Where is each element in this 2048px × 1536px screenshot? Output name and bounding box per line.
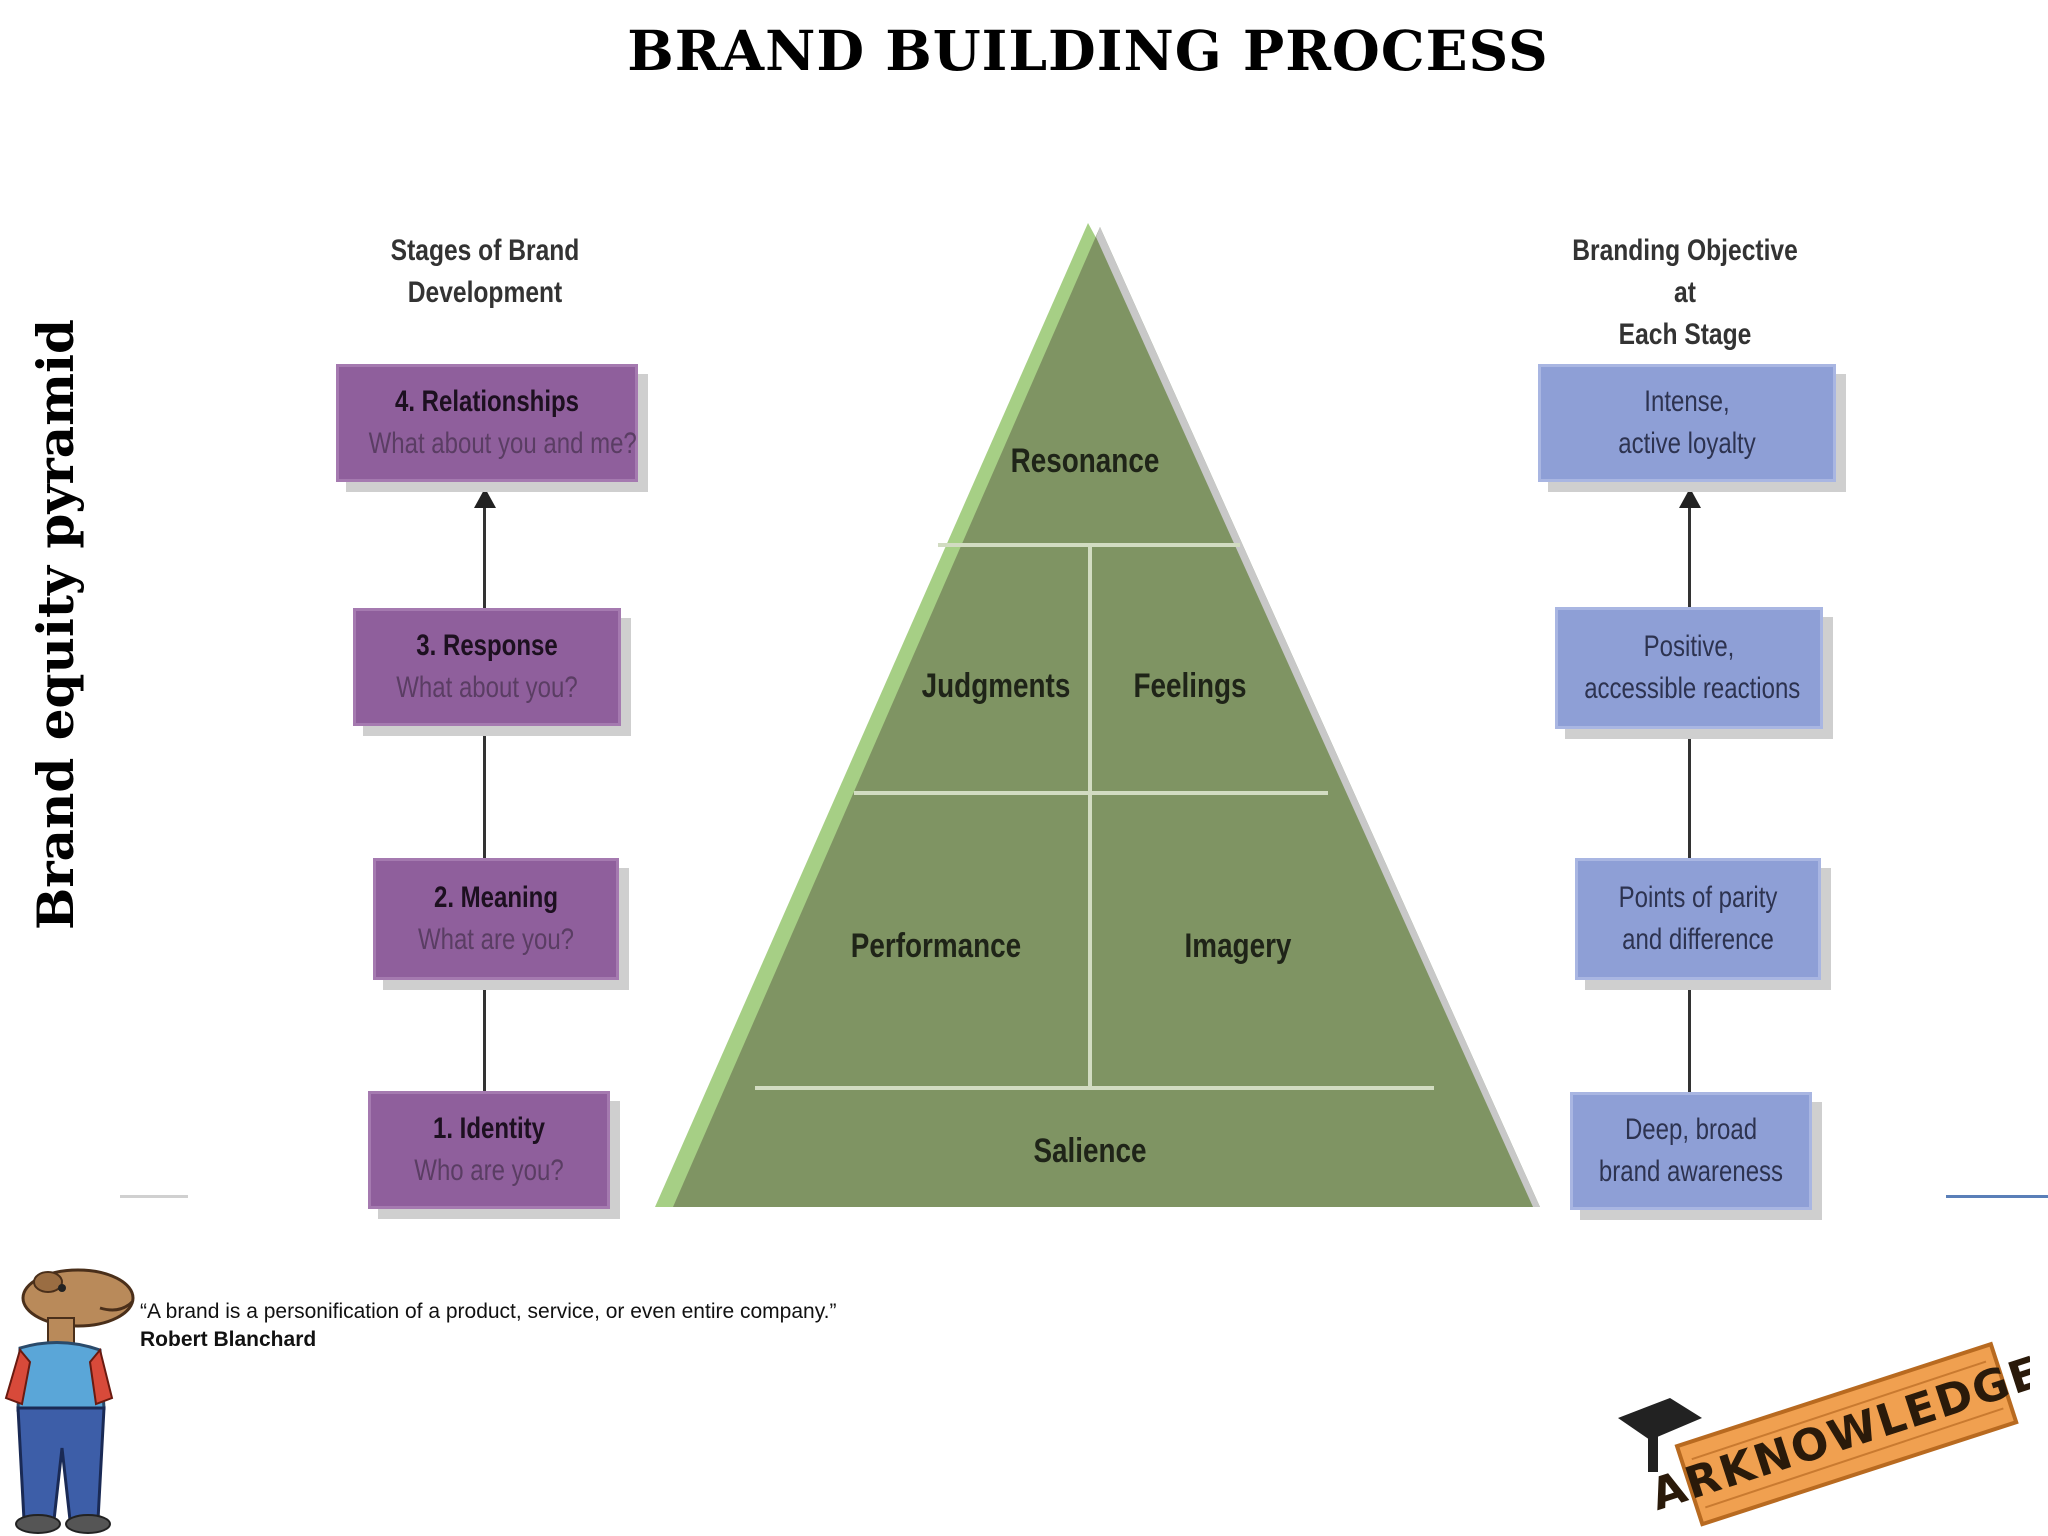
stage-3-title: 3. Response xyxy=(416,629,558,662)
pyramid-label-salience: Salience xyxy=(1033,1131,1146,1169)
objective-2-line2: and difference xyxy=(1622,923,1774,956)
objective-1-line2: brand awareness xyxy=(1598,1155,1784,1188)
graduation-cap-icon xyxy=(1618,1398,1702,1440)
stages-heading: Stages of Brand Development xyxy=(362,230,608,314)
quote-text: “A brand is a personification of a produ… xyxy=(140,1300,837,1323)
objective-box-reactions: Positive, accessible reactions xyxy=(1555,607,1823,729)
stage-box-identity: 1. Identity Who are you? xyxy=(368,1091,610,1209)
objectives-heading-line1: Branding Objective at xyxy=(1572,234,1798,309)
brand-pyramid: Resonance Judgments Feelings Performance… xyxy=(655,223,1540,1207)
objective-box-loyalty: Intense, active loyalty xyxy=(1538,364,1836,482)
stage-box-meaning: 2. Meaning What are you? xyxy=(373,858,619,980)
objectives-heading: Branding Objective at Each Stage xyxy=(1558,230,1812,356)
right-rule xyxy=(1946,1195,2048,1198)
stage-1-title: 1. Identity xyxy=(432,1112,546,1145)
stage-4-title: 4. Relationships xyxy=(394,385,580,418)
pyramid-label-performance: Performance xyxy=(851,926,1021,964)
stage-1-question: Who are you? xyxy=(414,1154,564,1187)
pyramid-label-feelings: Feelings xyxy=(1133,666,1246,704)
stage-4-question: What about you and me? xyxy=(368,427,637,460)
pyramid-edge-shadow xyxy=(1096,227,1540,1207)
stage-3-question: What about you? xyxy=(396,671,578,704)
stage-box-relationships: 4. Relationships What about you and me? xyxy=(336,364,638,482)
arknowledge-logo: ARKNOWLEDGE xyxy=(1618,1341,2030,1527)
side-title: Brand equity pyramid xyxy=(26,318,85,930)
pyramid-edge-highlight xyxy=(655,223,1100,1207)
quote-author: Robert Blanchard xyxy=(140,1328,317,1351)
stages-arrowhead xyxy=(474,488,496,508)
pyramid-label-imagery: Imagery xyxy=(1185,926,1293,964)
objective-3-line1: Positive, xyxy=(1643,630,1735,663)
pyramid-body xyxy=(673,227,1540,1207)
objective-4-line1: Intense, xyxy=(1644,385,1730,418)
stages-connector-line xyxy=(483,505,486,1095)
objectives-heading-line2: Each Stage xyxy=(1618,318,1752,351)
logo-board xyxy=(1674,1341,2019,1527)
objective-4-line2: active loyalty xyxy=(1618,427,1756,460)
objective-box-parity: Points of parity and difference xyxy=(1575,858,1821,980)
stages-heading-line2: Development xyxy=(407,276,563,309)
objective-3-line2: accessible reactions xyxy=(1584,672,1801,705)
objective-box-awareness: Deep, broad brand awareness xyxy=(1570,1092,1812,1210)
objectives-connector-line xyxy=(1688,505,1691,1095)
stage-box-response: 3. Response What about you? xyxy=(353,608,621,726)
objectives-arrowhead xyxy=(1679,488,1701,508)
stage-2-title: 2. Meaning xyxy=(433,881,559,914)
objective-2-line1: Points of parity xyxy=(1618,881,1778,914)
pyramid-label-resonance: Resonance xyxy=(1011,441,1160,479)
stage-2-question: What are you? xyxy=(417,923,575,956)
pyramid-label-judgments: Judgments xyxy=(922,666,1071,704)
page-title: BRAND BUILDING PROCESS xyxy=(627,18,1549,83)
objective-1-line1: Deep, broad xyxy=(1624,1113,1758,1146)
stages-heading-line1: Stages of Brand xyxy=(390,234,580,267)
camel-mascot-illustration xyxy=(4,1268,135,1534)
left-rule xyxy=(120,1195,188,1198)
